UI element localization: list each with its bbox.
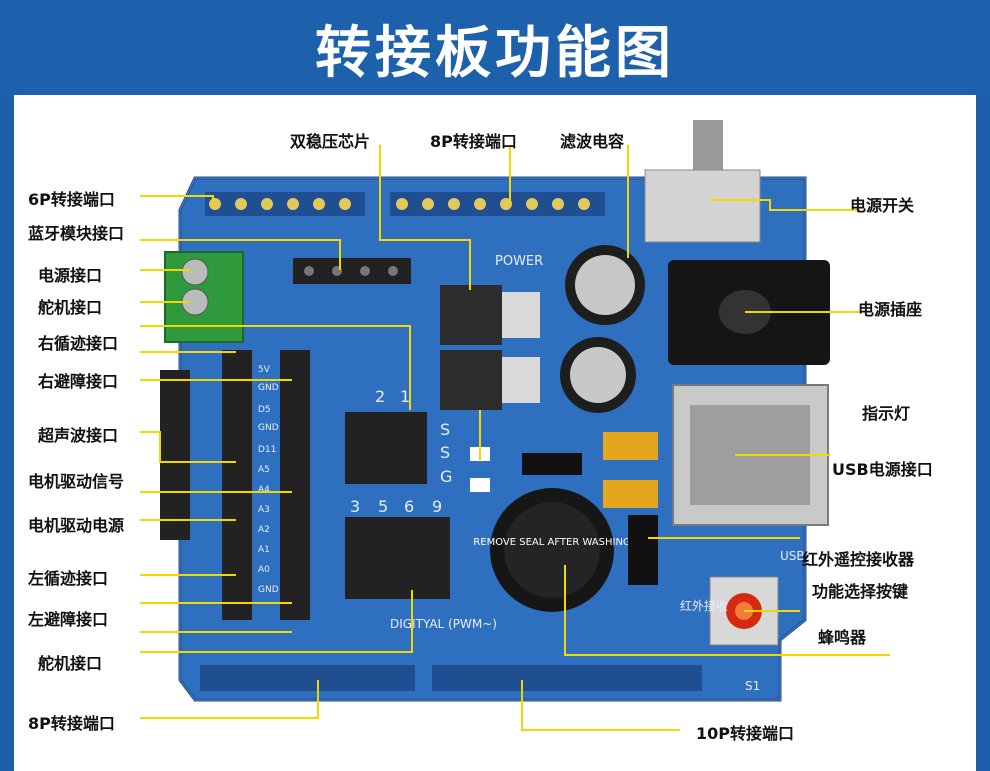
- label-right-track: 右循迹接口: [38, 334, 119, 353]
- label-power-switch: 电源开关: [850, 196, 915, 215]
- silk-num-6: 6: [404, 497, 414, 516]
- label-10p-bottom: 10P转接端口: [696, 724, 794, 743]
- ir-receiver: [628, 515, 658, 585]
- label-ultrasonic: 超声波接口: [38, 426, 119, 445]
- label-filter-cap: 滤波电容: [560, 132, 625, 151]
- filter-capacitors: [560, 245, 645, 413]
- pin-label: GND: [258, 585, 279, 595]
- pin-label: A3: [258, 505, 270, 515]
- power-switch: [644, 120, 761, 243]
- label-left-track: 左循迹接口: [28, 569, 109, 588]
- label-power-socket: 电源插座: [858, 300, 923, 319]
- header-8p-top: [390, 192, 605, 216]
- silk-ir: 红外接收: [680, 598, 728, 613]
- silk-s1-col: S: [440, 420, 450, 439]
- label-motor-power: 电机驱动电源: [28, 516, 125, 535]
- silk-power: POWER: [495, 254, 543, 269]
- silk-num-5: 5: [378, 497, 388, 516]
- pin-label: A4: [258, 485, 270, 495]
- left-pin-headers: [160, 350, 310, 620]
- label-power-input: 电源接口: [38, 266, 103, 285]
- regulator-chips: [440, 285, 540, 410]
- label-servo-2: 舵机接口: [38, 654, 103, 673]
- silk-num-9: 9: [432, 497, 442, 516]
- silk-usb: USB: [780, 549, 805, 563]
- pin-labels: 5V GND D5 GND D11 A5 A4 A3 A2 A1 A0 GND: [258, 365, 279, 595]
- servo-pin-matrix: [345, 412, 450, 599]
- label-left-avoid: 左避障接口: [28, 610, 109, 629]
- jumpers: [603, 432, 658, 508]
- bluetooth-header: [293, 258, 411, 284]
- label-8p-bottom: 8P转接端口: [28, 714, 115, 733]
- page-title: 转接板功能图: [315, 21, 675, 86]
- pin-label: 5V: [258, 365, 271, 375]
- silk-g-col: G: [440, 467, 452, 486]
- label-6p-port: 6P转接端口: [28, 190, 115, 209]
- label-function-key: 功能选择按键: [812, 582, 909, 601]
- silk-digital: DIGITYAL (PWM~): [390, 617, 497, 631]
- label-buzzer: 蜂鸣器: [818, 628, 867, 647]
- pin-label: GND: [258, 423, 279, 433]
- label-indicator: 指示灯: [862, 404, 911, 423]
- label-motor-signal: 电机驱动信号: [28, 472, 125, 491]
- silk-s2-col: S: [440, 443, 450, 462]
- pin-label: D11: [258, 445, 276, 455]
- silk-num-3: 3: [350, 497, 360, 516]
- header-10p-bottom: [432, 665, 702, 691]
- pin-label: GND: [258, 383, 279, 393]
- silk-s1: S1: [745, 679, 760, 693]
- silk-num-2: 2: [375, 387, 385, 406]
- led: [470, 478, 490, 492]
- diode: [522, 453, 582, 475]
- label-ir-receiver: 红外遥控接收器: [802, 550, 915, 569]
- header-6p: [205, 192, 365, 216]
- pin-label: A2: [258, 525, 270, 535]
- buzzer: REMOVE SEAL AFTER WASHING: [473, 488, 631, 612]
- header-8p-bottom: [200, 665, 415, 691]
- label-bluetooth: 蓝牙模块接口: [28, 224, 125, 243]
- pin-label: D5: [258, 405, 271, 415]
- pin-label: A1: [258, 545, 270, 555]
- buzzer-text: REMOVE SEAL AFTER WASHING: [473, 537, 630, 548]
- label-servo: 舵机接口: [38, 298, 103, 317]
- leader-lines: [140, 145, 890, 731]
- pin-label: A5: [258, 465, 270, 475]
- title-banner: 转接板功能图: [0, 0, 990, 95]
- label-dual-regulator: 双稳压芯片: [290, 132, 371, 151]
- label-usb-power: USB电源接口: [832, 460, 933, 479]
- pin-label: A0: [258, 565, 270, 575]
- power-terminal: [164, 251, 244, 343]
- silk-num-1: 1: [400, 387, 410, 406]
- label-8p-top: 8P转接端口: [430, 132, 517, 151]
- label-right-avoid: 右避障接口: [38, 372, 119, 391]
